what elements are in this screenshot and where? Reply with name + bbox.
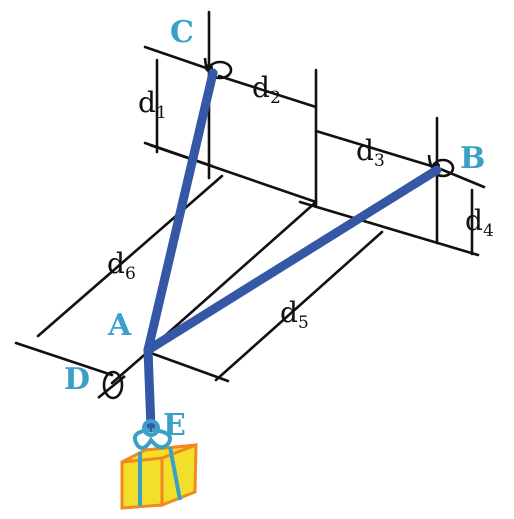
label-d2: d2 bbox=[252, 71, 281, 108]
d1-top-tick bbox=[143, 45, 214, 72]
d4-bottom-tick bbox=[298, 200, 480, 257]
label-d3: d3 bbox=[356, 134, 385, 171]
construction-lines bbox=[14, 10, 486, 383]
label-b: B bbox=[460, 141, 485, 176]
label-d: D bbox=[64, 362, 90, 397]
ground-diagonal bbox=[148, 200, 318, 351]
label-d5: d5 bbox=[280, 296, 309, 333]
d4-top-tick bbox=[436, 166, 486, 189]
label-d6: d6 bbox=[107, 247, 136, 284]
label-d1: d1 bbox=[138, 86, 167, 123]
cables bbox=[143, 68, 442, 433]
hook-c-icon bbox=[203, 57, 233, 80]
ground-line bbox=[148, 143, 318, 204]
ad-link bbox=[110, 348, 152, 385]
label-d4: d4 bbox=[465, 204, 494, 241]
label-a: A bbox=[107, 308, 132, 343]
d6-dimension-line bbox=[36, 174, 224, 338]
d5-dimension-line bbox=[214, 230, 384, 382]
hook-d-icon bbox=[97, 370, 126, 400]
d6-lower-tick bbox=[14, 341, 114, 377]
d5-lower-tick bbox=[146, 350, 230, 383]
cable-ab bbox=[143, 165, 442, 355]
gift-box-icon bbox=[120, 419, 198, 510]
label-c: C bbox=[170, 15, 194, 50]
cable-ac bbox=[143, 68, 218, 355]
label-e: E bbox=[163, 408, 186, 443]
d3-dimension-line bbox=[314, 129, 440, 170]
cable-ae bbox=[143, 345, 156, 433]
d2-dimension-line bbox=[217, 74, 318, 109]
